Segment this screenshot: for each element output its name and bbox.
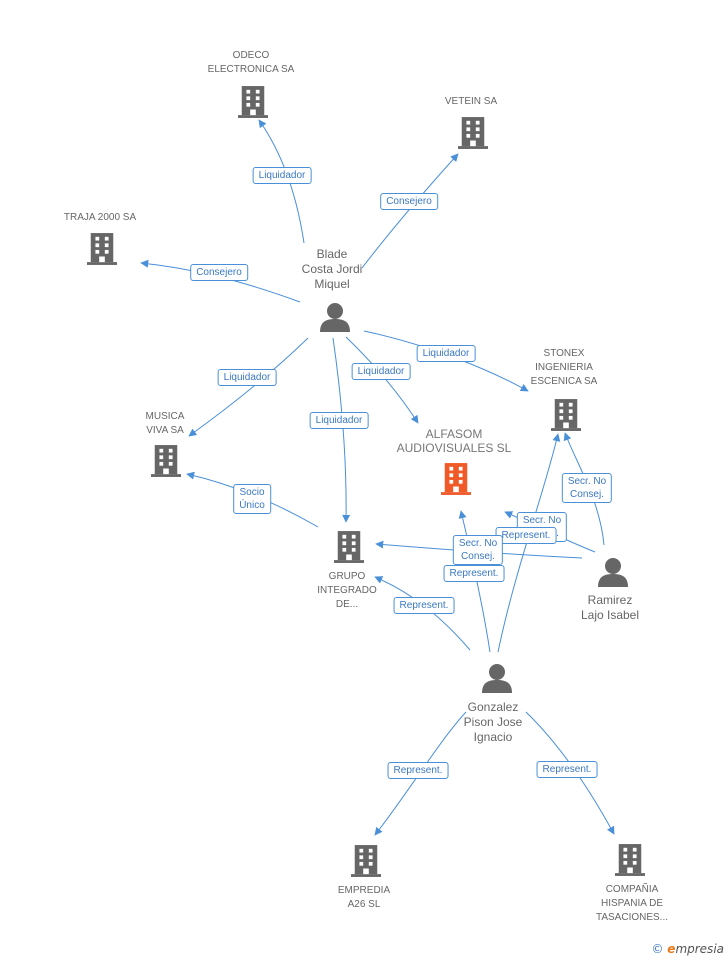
edge-label-blade-stonex: Liquidador [416, 345, 476, 362]
ramirez-person-icon[interactable] [598, 558, 628, 587]
edge-blade-vetein [361, 153, 459, 269]
vetein-building-icon[interactable] [458, 117, 488, 149]
node-label-musica[interactable]: MUSICA VIVA SA [145, 411, 185, 436]
node-label-vetein[interactable]: VETEIN SA [444, 96, 498, 107]
node-label-compania[interactable]: COMPAÑIA HISPANIA DE TASACIONES... [595, 884, 669, 923]
gonzalez-person-icon[interactable] [482, 664, 512, 693]
compania-building-icon[interactable] [615, 844, 645, 876]
edge-label-gonzalez-compania: Represent. [536, 761, 598, 778]
edge-label-gonzalez-alfasom-secr: Secr. No Consej. [452, 535, 504, 565]
empredia-building-icon[interactable] [351, 845, 381, 877]
edge-label-blade-traja: Consejero [190, 264, 248, 281]
edge-label-ramirez-grupo: Represent. [495, 527, 557, 544]
edge-label-gonzalez-empredia: Represent. [387, 762, 449, 779]
edge-blade-musica [188, 337, 309, 437]
brand-footer[interactable]: © empresia [651, 942, 724, 956]
node-label-empredia[interactable]: EMPREDIA A26 SL [337, 885, 391, 910]
node-label-alfasom[interactable]: ALFASOM AUDIOVISUALES SL [396, 427, 512, 455]
node-label-gonzalez[interactable]: Gonzalez Pison Jose Ignacio [463, 700, 523, 744]
edge-label-grupo-musica: Socio Único [233, 484, 271, 514]
brand-logo: empresia [667, 942, 724, 956]
node-label-ramirez[interactable]: Ramirez Lajo Isabel [580, 593, 640, 622]
edge-label-gonzalez-alfasom-rep: Represent. [443, 565, 505, 582]
copyright-icon: © [651, 942, 664, 956]
edge-label-blade-vetein: Consejero [380, 193, 438, 210]
blade-person-icon[interactable] [320, 303, 350, 332]
stonex-building-icon[interactable] [551, 399, 581, 431]
grupo-building-icon[interactable] [334, 531, 364, 563]
edge-blade-alfasom [345, 336, 419, 424]
edge-label-ramirez-stonex: Secr. No Consej. [561, 473, 613, 503]
edge-label-gonzalez-grupo: Represent. [393, 597, 455, 614]
odeco-building-icon[interactable] [238, 86, 268, 118]
node-label-stonex[interactable]: STONEX INGENIERIA ESCENICA SA [530, 348, 598, 387]
edge-label-blade-alfasom: Liquidador [351, 363, 411, 380]
edge-label-blade-odeco: Liquidador [252, 167, 312, 184]
musica-building-icon[interactable] [151, 445, 181, 477]
alfasom-building-icon[interactable] [441, 463, 471, 495]
node-label-grupo[interactable]: GRUPO INTEGRADO DE... [317, 571, 377, 610]
edge-blade-grupo [332, 337, 351, 523]
edge-label-blade-grupo: Liquidador [309, 412, 369, 429]
node-label-traja[interactable]: TRAJA 2000 SA [63, 212, 137, 223]
node-label-odeco[interactable]: ODECO ELECTRONICA SA [207, 50, 295, 75]
edge-label-blade-musica: Liquidador [217, 369, 277, 386]
node-label-blade[interactable]: Blade Costa Jordi Miquel [301, 247, 363, 291]
traja-building-icon[interactable] [87, 233, 117, 265]
